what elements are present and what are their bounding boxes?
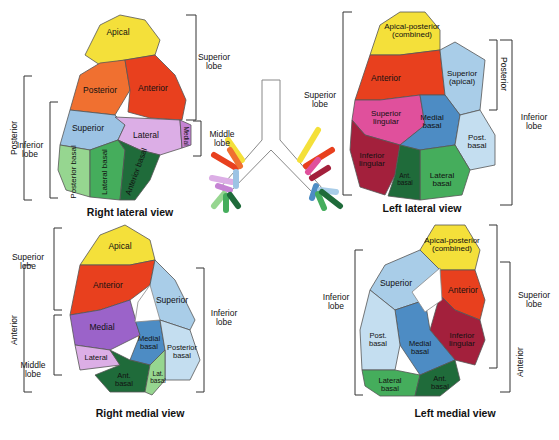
part-label: Middle lobe [202, 130, 242, 148]
part-label: Inferior lobe [11, 141, 49, 159]
part-label: Superior [72, 124, 104, 133]
hilum-bronchus [412, 268, 442, 312]
part-label: Posterior [83, 86, 117, 95]
lobe-bracket [193, 121, 201, 156]
lung-segment [160, 320, 200, 380]
part-label: Superior lingular [361, 110, 411, 127]
segmental-bronchus [312, 168, 328, 178]
lung-segment [362, 370, 420, 396]
part-label: Inferior lingular [442, 332, 482, 349]
segmental-bronchus [312, 186, 316, 198]
part-label: Inferior lobe [317, 293, 355, 311]
lung-segment [80, 225, 155, 265]
part-label: Anterior basal [125, 147, 150, 196]
part-label: Inferior lobe [515, 113, 553, 131]
part-label: Anterior [138, 84, 168, 93]
lung-segment [355, 50, 445, 100]
part-label: Inferior lingular [352, 152, 392, 169]
segmental-bronchus [218, 186, 230, 190]
part-label: Lateral basal [370, 377, 410, 393]
part-label: Ant. basal [425, 375, 455, 391]
segmental-bronchus [230, 195, 238, 206]
view-caption: Left lateral view [383, 203, 462, 214]
part-label: Superior lobe [300, 91, 340, 109]
part-label: Apical [106, 28, 129, 37]
part-label: Superior (apical) [440, 70, 484, 87]
lobe-bracket [489, 225, 497, 368]
lobe-bracket [186, 15, 196, 120]
lung-segment [420, 145, 470, 200]
part-label: Anterior [516, 347, 525, 377]
segmental-bronchus [308, 160, 318, 172]
lobe-bracket [343, 12, 352, 195]
lobe-bracket [50, 102, 58, 198]
part-label: Lateral [85, 354, 108, 362]
view-caption: Right lateral view [87, 207, 173, 218]
lung-segment [70, 60, 130, 115]
part-label: Anterior [371, 74, 401, 83]
part-label: Apical-posterior (combined) [417, 237, 487, 254]
part-label: Inferior lobe [205, 309, 243, 327]
lung-segment [90, 140, 125, 200]
part-label: Medial [89, 323, 114, 332]
segmental-bronchus [230, 150, 240, 166]
segmental-bronchus [223, 196, 229, 210]
part-label: Medial [183, 126, 190, 145]
lobe-bracket [500, 40, 512, 205]
lobe-bracket [24, 76, 32, 200]
lung-segment [415, 360, 460, 396]
lobe-bracket [355, 250, 363, 395]
segmental-bronchus [212, 178, 232, 182]
segmental-bronchus [214, 194, 224, 206]
part-label: Anterior [448, 286, 478, 295]
part-label: Anterior [93, 281, 123, 290]
part-label: Post. basal [363, 332, 393, 348]
lung-segment [125, 55, 186, 120]
lung-segment [118, 140, 160, 200]
part-label: Superior lobe [193, 53, 235, 71]
part-label: Posterior basal [70, 145, 78, 198]
lobe-bracket [196, 268, 204, 392]
part-label: Superior lobe [515, 291, 553, 309]
lung-segment [360, 290, 400, 370]
part-label: Posterior basal [165, 344, 199, 360]
view-caption: Left medial view [414, 408, 495, 419]
lobe-bracket [500, 262, 510, 392]
part-label: Medial basal [134, 335, 164, 351]
segmental-bronchus [233, 172, 239, 186]
part-label: Lat. basal [147, 371, 169, 385]
part-label: Superior [156, 296, 188, 305]
view-caption: Right medial view [96, 408, 185, 419]
lung-segment [70, 300, 140, 350]
part-label: Post. basal [462, 134, 492, 151]
part-label: Ant. basal [109, 372, 139, 388]
lung-segment [400, 95, 460, 150]
part-label: Middle lobe [14, 361, 52, 379]
lobe-bracket [54, 315, 62, 375]
part-label: Medial basal [414, 114, 450, 131]
segmental-bronchus [300, 130, 318, 160]
part-label: Posterior [500, 57, 509, 91]
part-label: Medial basal [404, 340, 436, 356]
part-label: Superior [380, 279, 412, 288]
part-label: Lateral basal [422, 172, 462, 189]
lung-segment [388, 145, 420, 200]
segmental-bronchus [322, 192, 340, 206]
part-label: Apical [108, 242, 131, 251]
part-label: Ant. basal [392, 173, 418, 187]
lung-segment [75, 345, 120, 370]
part-label: Apical-posterior (combined) [376, 23, 448, 40]
lobe-bracket [489, 40, 497, 110]
part-label: Superior lobe [8, 253, 48, 271]
lobe-bracket [54, 228, 62, 310]
part-label: Lateral [133, 131, 159, 140]
part-label: Anterior [10, 315, 19, 345]
part-label: Lateral basal [101, 149, 109, 195]
lung-segment [180, 120, 191, 148]
